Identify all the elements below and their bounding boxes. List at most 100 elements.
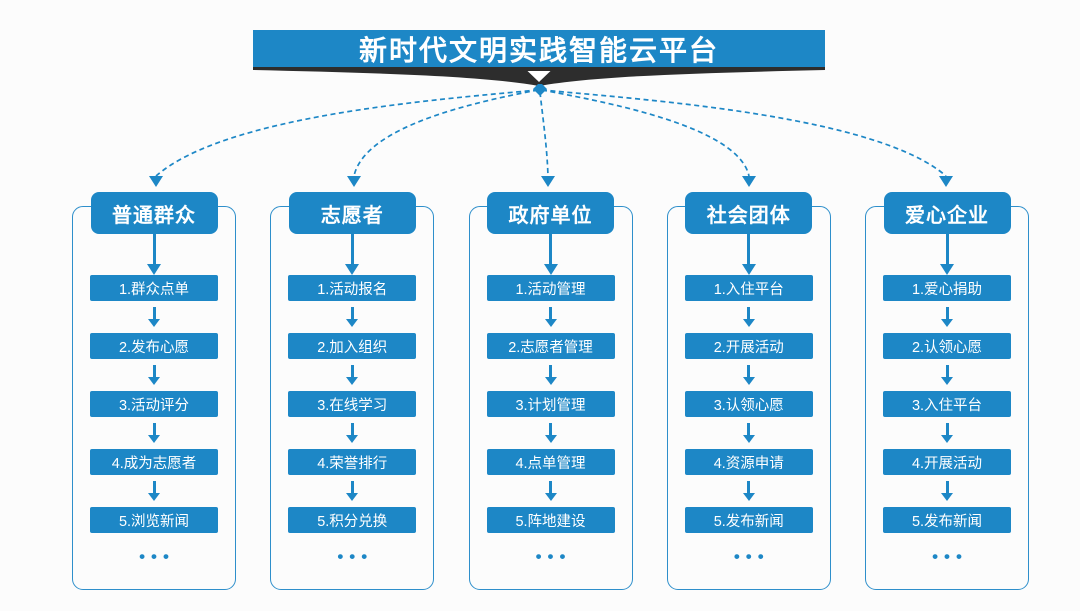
role-header-label: 志愿者 xyxy=(320,204,384,227)
flow-step-label: 1.活动管理 xyxy=(515,281,586,298)
flow-arrow-icon xyxy=(941,475,953,507)
flow-step-label: 3.入住平台 xyxy=(911,397,983,414)
connector-arrowhead-1 xyxy=(149,176,163,187)
flow-arrow-icon xyxy=(742,417,755,449)
flow-step: 3.在线学习 xyxy=(288,391,417,417)
flow-step-label: 5.发布新闻 xyxy=(911,513,983,530)
platform-title-banner: 新时代文明实践智能云平台 xyxy=(253,30,825,68)
role-header-label: 社会团体 xyxy=(706,204,791,227)
flow-step: 2.开展活动 xyxy=(684,333,813,359)
flow-step-label: 5.积分兑换 xyxy=(317,513,388,530)
flow-arrow-icon xyxy=(346,301,359,333)
flow-step: 1.活动报名 xyxy=(288,275,417,301)
columns-row: 普通群众 1.群众点单 2.发布心愿 3.活动评分 4.成为志愿者 5.浏览新闻… xyxy=(72,192,1029,590)
flow-step: 5.浏览新闻 xyxy=(90,507,218,533)
flow-step-label: 5.发布新闻 xyxy=(713,513,784,530)
flow-arrow-icon xyxy=(544,359,557,391)
fan-origin-marker xyxy=(533,84,547,96)
flow-step-label: 2.认领心愿 xyxy=(911,339,983,356)
flow-arrow-icon xyxy=(346,417,359,449)
platform-title: 新时代文明实践智能云平台 xyxy=(358,35,719,66)
flow-arrow-icon xyxy=(941,359,953,391)
flow-arrow-icon xyxy=(345,234,360,275)
flow-step-label: 3.计划管理 xyxy=(515,397,586,414)
flow-step: 1.群众点单 xyxy=(90,275,218,301)
connector-curve-5 xyxy=(541,89,947,177)
flow-step: 3.入住平台 xyxy=(883,391,1011,417)
role-header: 志愿者 xyxy=(288,192,416,234)
role-header-label: 普通群众 xyxy=(112,204,196,227)
flow-arrow-icon xyxy=(741,234,756,275)
role-header: 政府单位 xyxy=(487,192,614,234)
flow-step-label: 5.阵地建设 xyxy=(515,513,586,530)
flow-step-label: 1.群众点单 xyxy=(118,281,190,298)
flow-step-label: 4.开展活动 xyxy=(911,455,983,472)
flow-step: 4.荣誉排行 xyxy=(288,449,417,475)
more-dots: ••• xyxy=(337,547,374,566)
flow-arrow-icon xyxy=(544,475,557,507)
flow-step-label: 3.活动评分 xyxy=(118,397,190,414)
flow-step: 1.入住平台 xyxy=(684,275,813,301)
flow-step: 3.认领心愿 xyxy=(684,391,813,417)
flow-step: 2.志愿者管理 xyxy=(486,333,615,359)
flow-arrow-icon xyxy=(941,301,953,333)
flow-step-label: 2.开展活动 xyxy=(713,339,784,356)
flow-step: 4.成为志愿者 xyxy=(90,449,218,475)
connector-curve-4 xyxy=(541,89,750,177)
connector-arrowhead-5 xyxy=(939,176,953,187)
flow-step-label: 1.入住平台 xyxy=(713,281,784,298)
connector-curve-1 xyxy=(155,89,539,177)
role-column: 普通群众 1.群众点单 2.发布心愿 3.活动评分 4.成为志愿者 5.浏览新闻… xyxy=(72,192,236,590)
flow-arrow-icon xyxy=(148,301,160,333)
down-arrow-icon xyxy=(527,71,551,82)
role-header: 普通群众 xyxy=(90,192,218,234)
connector-arrowhead-3 xyxy=(541,176,555,187)
flow-step: 2.认领心愿 xyxy=(883,333,1011,359)
flow-step-label: 4.点单管理 xyxy=(515,455,586,472)
more-dots: ••• xyxy=(139,547,175,566)
flow-step: 2.发布心愿 xyxy=(90,333,218,359)
flow-arrow-icon xyxy=(148,417,160,449)
flow-arrow-icon xyxy=(742,359,755,391)
role-column: 爱心企业 1.爱心捐助 2.认领心愿 3.入住平台 4.开展活动 5.发布新闻 … xyxy=(865,192,1029,590)
flow-step-label: 1.爱心捐助 xyxy=(911,281,983,298)
flow-arrow-icon xyxy=(346,475,359,507)
flow-step: 3.活动评分 xyxy=(90,391,218,417)
more-dots: ••• xyxy=(932,547,968,566)
more-dots: ••• xyxy=(535,547,572,566)
flow-step-label: 2.志愿者管理 xyxy=(508,339,593,356)
flow-step-label: 5.浏览新闻 xyxy=(118,513,190,530)
flow-step: 1.爱心捐助 xyxy=(883,275,1011,301)
flow-arrow-icon xyxy=(940,234,954,275)
title-ribbon xyxy=(253,67,825,86)
flow-step-label: 3.认领心愿 xyxy=(713,397,784,414)
flow-step-label: 2.加入组织 xyxy=(317,339,388,356)
flow-arrow-icon xyxy=(147,234,161,275)
flow-step: 5.阵地建设 xyxy=(486,507,615,533)
connector-arrowhead-2 xyxy=(347,176,361,187)
flow-step: 4.点单管理 xyxy=(486,449,615,475)
flow-step-label: 4.荣誉排行 xyxy=(317,455,388,472)
connector-curve-2 xyxy=(353,89,539,177)
flow-step-label: 4.资源申请 xyxy=(713,455,784,472)
flow-arrow-icon xyxy=(148,359,160,391)
flow-step-label: 1.活动报名 xyxy=(317,281,388,298)
connector-arrowhead-4 xyxy=(742,176,756,187)
flow-step: 2.加入组织 xyxy=(288,333,417,359)
flow-step: 3.计划管理 xyxy=(486,391,615,417)
flow-step-label: 3.在线学习 xyxy=(317,397,388,414)
role-header-label: 爱心企业 xyxy=(905,204,989,227)
role-header: 社会团体 xyxy=(685,192,813,234)
flow-arrow-icon xyxy=(544,301,557,333)
role-column: 社会团体 1.入住平台 2.开展活动 3.认领心愿 4.资源申请 5.发布新闻 … xyxy=(666,192,831,590)
flow-step-label: 2.发布心愿 xyxy=(118,339,190,356)
fan-connectors xyxy=(149,84,953,187)
flow-arrow-icon xyxy=(544,417,557,449)
role-column: 政府单位 1.活动管理 2.志愿者管理 3.计划管理 4.点单管理 5.阵地建设… xyxy=(468,192,633,590)
flow-step: 5.发布新闻 xyxy=(883,507,1011,533)
role-header-label: 政府单位 xyxy=(508,204,593,227)
flow-step: 1.活动管理 xyxy=(486,275,615,301)
flow-step: 4.开展活动 xyxy=(883,449,1011,475)
flow-arrow-icon xyxy=(148,475,160,507)
